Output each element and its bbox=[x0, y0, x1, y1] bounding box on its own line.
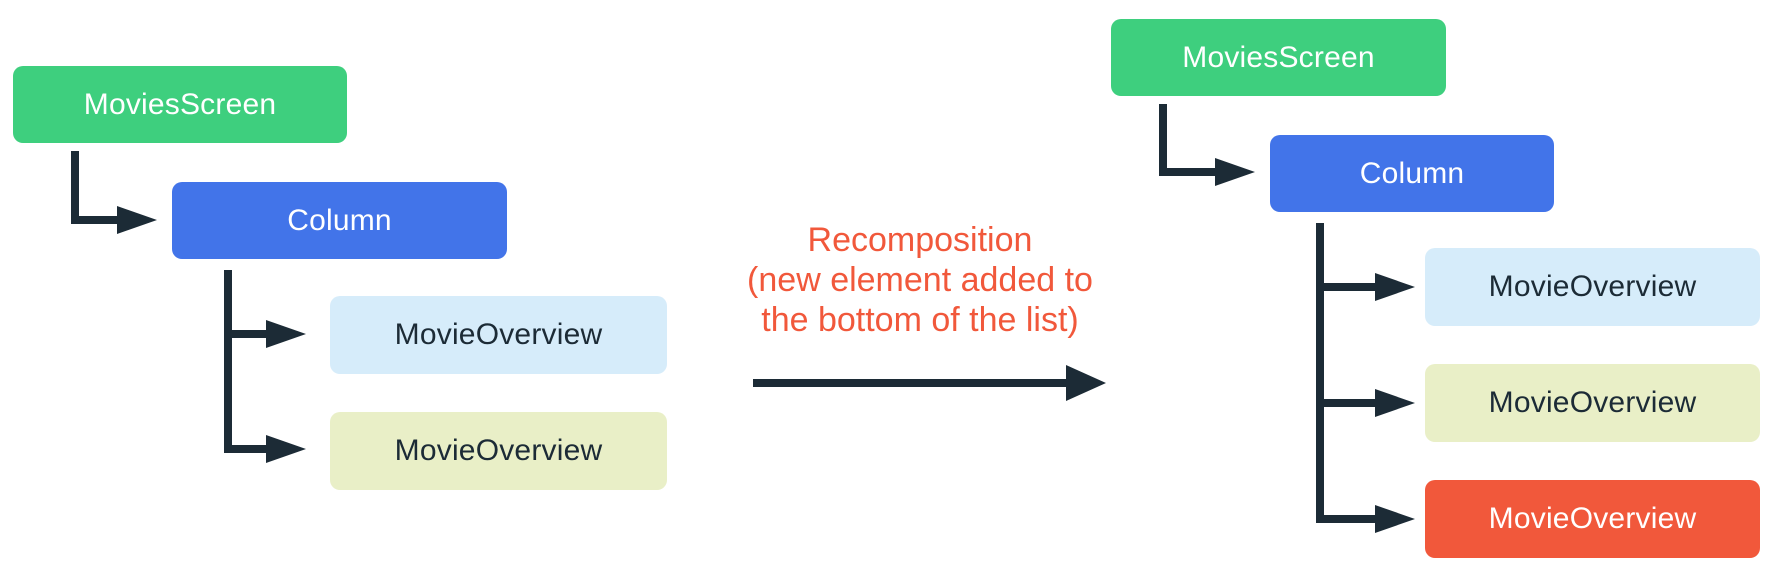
arrowhead-right-icon bbox=[1215, 158, 1255, 186]
node-label: MovieOverview bbox=[394, 434, 603, 467]
connector-after-branch-2 bbox=[1316, 399, 1379, 407]
connector-before-root-vertical bbox=[71, 151, 79, 224]
node-label: MoviesScreen bbox=[83, 87, 277, 121]
node-column-after: Column bbox=[1270, 135, 1554, 212]
connector-after-root-vertical bbox=[1159, 104, 1167, 176]
connector-before-root-horizontal bbox=[71, 216, 119, 224]
node-label: MovieOverview bbox=[394, 318, 603, 351]
recomposition-caption: Recomposition (new element added to the … bbox=[660, 220, 1180, 340]
node-label: MovieOverview bbox=[1488, 386, 1697, 419]
node-movie-overview-after-3-new: MovieOverview bbox=[1425, 480, 1760, 558]
arrowhead-right-icon bbox=[1375, 273, 1415, 301]
connector-after-column-trunk bbox=[1316, 223, 1324, 523]
caption-line-1: Recomposition bbox=[807, 221, 1033, 259]
arrowhead-right-icon bbox=[117, 206, 157, 234]
node-movie-overview-after-2: MovieOverview bbox=[1425, 364, 1760, 442]
arrowhead-right-icon bbox=[266, 320, 306, 348]
connector-after-root-horizontal bbox=[1159, 168, 1219, 176]
node-movie-overview-before-1: MovieOverview bbox=[330, 296, 667, 374]
node-movie-overview-before-2: MovieOverview bbox=[330, 412, 667, 490]
node-label: MoviesScreen bbox=[1182, 40, 1375, 74]
connector-after-branch-3 bbox=[1316, 515, 1379, 523]
node-label: Column bbox=[287, 203, 392, 237]
arrowhead-right-icon bbox=[1375, 505, 1415, 533]
recomposition-arrow-shaft bbox=[753, 379, 1068, 387]
node-movie-overview-after-1: MovieOverview bbox=[1425, 248, 1760, 326]
node-label: Column bbox=[1359, 156, 1465, 190]
caption-line-3: the bottom of the list) bbox=[761, 301, 1079, 339]
connector-after-branch-1 bbox=[1316, 283, 1379, 291]
arrowhead-right-icon bbox=[1375, 389, 1415, 417]
caption-line-2: (new element added to bbox=[747, 261, 1093, 299]
connector-before-branch-2 bbox=[224, 445, 268, 453]
connector-before-branch-1 bbox=[224, 330, 268, 338]
connector-before-column-trunk bbox=[224, 270, 232, 453]
arrowhead-right-icon bbox=[1066, 365, 1106, 401]
node-movies-screen-after: MoviesScreen bbox=[1111, 19, 1446, 96]
node-movies-screen-before: MoviesScreen bbox=[13, 66, 347, 143]
node-label: MovieOverview bbox=[1488, 270, 1697, 303]
node-column-before: Column bbox=[172, 182, 507, 259]
arrowhead-right-icon bbox=[266, 435, 306, 463]
node-label: MovieOverview bbox=[1488, 502, 1697, 535]
